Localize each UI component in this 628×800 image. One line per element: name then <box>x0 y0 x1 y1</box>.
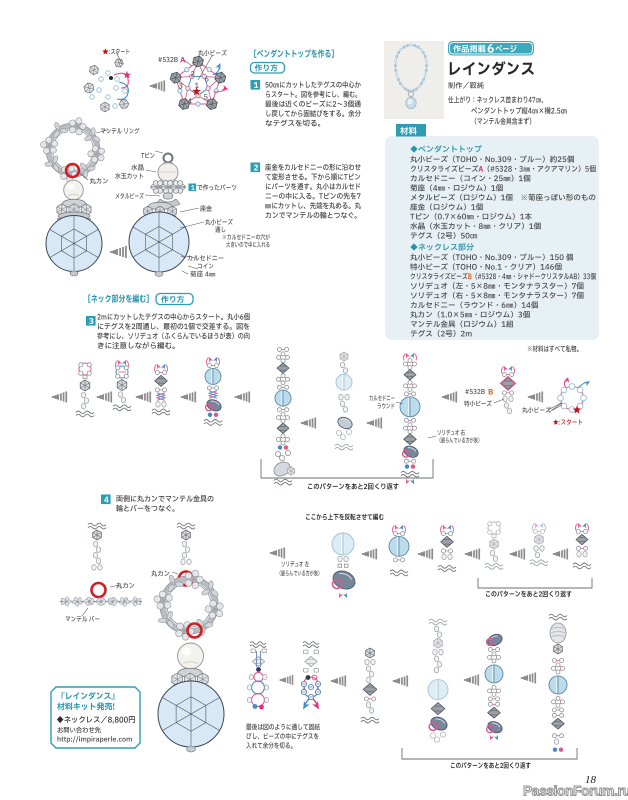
svg-text:PassionForum.ru: PassionForum.ru <box>523 784 628 799</box>
svg-text:18: 18 <box>585 774 597 786</box>
